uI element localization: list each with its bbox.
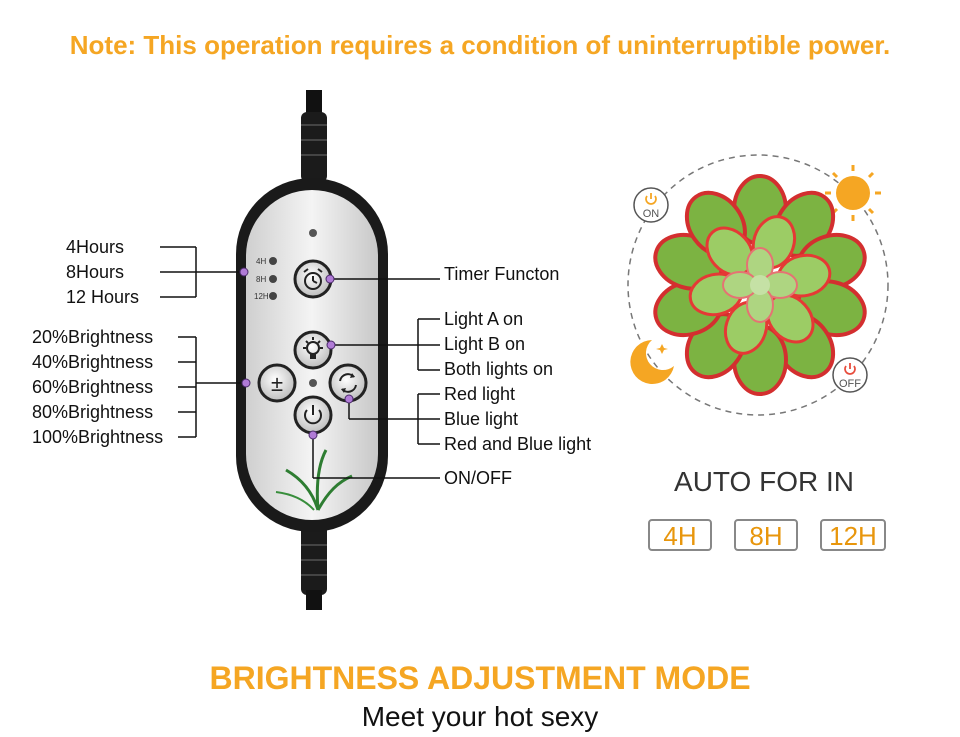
timer-label-12h: 12 Hours: [66, 287, 140, 307]
light-button-icon: [303, 337, 323, 359]
note-text: Note: This operation requires a conditio…: [69, 30, 891, 60]
brightness-label-20: 20%Brightness: [32, 327, 154, 347]
indicator-8h-led: [269, 275, 277, 283]
timer-button-icon: [303, 268, 323, 290]
both-lights-label: Both lights on: [444, 359, 554, 379]
timer-label-4h: 4Hours: [66, 237, 125, 257]
auto-title: AUTO FOR IN: [674, 466, 854, 497]
auto-hour-12h: 12H: [820, 519, 886, 551]
brightness-label-80: 80%Brightness: [32, 402, 154, 422]
power-button-icon: [304, 405, 322, 425]
blue-light-label: Blue light: [444, 409, 519, 429]
auto-hour-4h: 4H: [648, 519, 712, 551]
brightness-label-40: 40%Brightness: [32, 352, 154, 372]
cable-top: [301, 90, 327, 182]
indicator-8h-label: 8H: [256, 275, 266, 284]
timer-function-label: Timer Functon: [444, 264, 560, 284]
indicator-4h-led: [269, 257, 277, 265]
timer-label-8h: 8Hours: [66, 262, 125, 282]
power-button[interactable]: [293, 395, 333, 435]
cable-bottom: [301, 525, 327, 610]
left-connector-lines: [160, 246, 246, 438]
succulent-plant-image: [653, 174, 867, 396]
color-cycle-button-icon: [339, 373, 357, 393]
mode-title: BRIGHTNESS ADJUSTMENT MODE: [209, 660, 751, 696]
light-button[interactable]: [293, 330, 333, 370]
power-on-label: ON: [643, 208, 660, 220]
on-off-label: ON/OFF: [444, 468, 512, 488]
brightness-button-icon: ±: [271, 371, 283, 396]
light-a-label: Light A on: [444, 309, 524, 329]
indicator-12h-label: 12H: [254, 292, 269, 301]
day-night-cycle: ON OFF: [627, 154, 889, 416]
tagline: Meet your hot sexy: [361, 701, 599, 732]
brightness-button[interactable]: ±: [257, 363, 297, 403]
right-connector-lines: [312, 278, 440, 479]
power-on-icon: ON: [633, 187, 669, 223]
indicator-12h-led: [269, 292, 277, 300]
moon-icon: [630, 340, 674, 384]
brightness-label-60: 60%Brightness: [32, 377, 154, 397]
indicator-4h-label: 4H: [256, 257, 266, 266]
power-off-label: OFF: [839, 378, 861, 390]
light-b-label: Light B on: [444, 334, 526, 354]
brightness-label-100: 100%Brightness: [32, 427, 164, 447]
power-off-icon: OFF: [832, 357, 868, 393]
red-light-label: Red light: [444, 384, 516, 404]
auto-hour-8h: 8H: [734, 519, 798, 551]
red-blue-light-label: Red and Blue light: [444, 434, 592, 454]
connector-dots: [239, 267, 354, 440]
